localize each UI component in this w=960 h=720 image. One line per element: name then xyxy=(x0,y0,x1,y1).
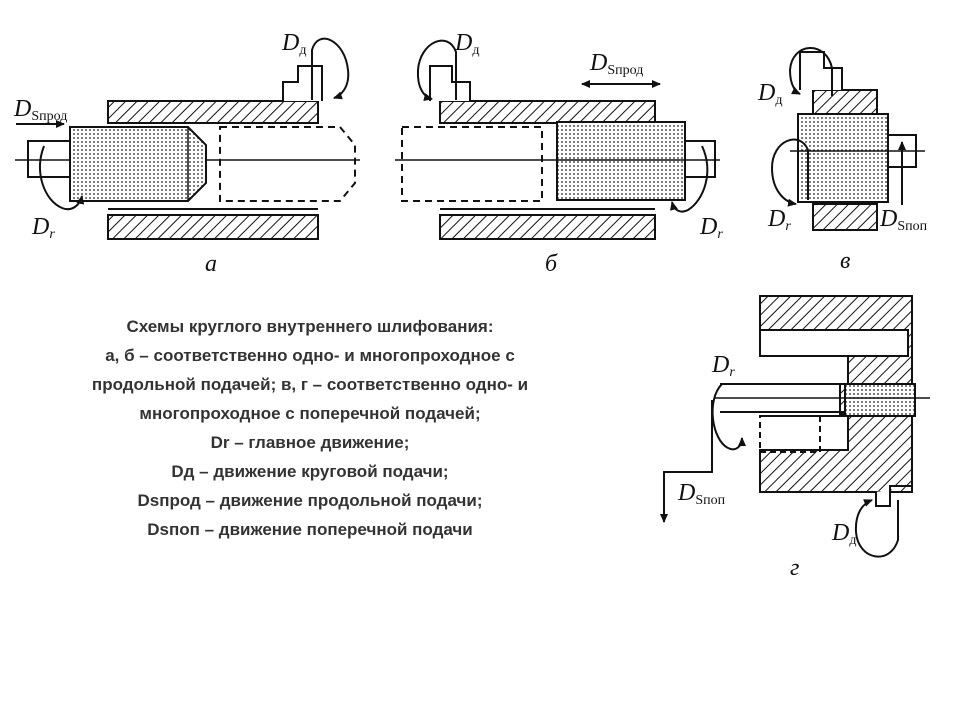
wheel-feed-position xyxy=(759,415,821,453)
caption-line: Dsпоп – движение поперечной подачи xyxy=(147,520,473,539)
svg-text:Dд: Dд xyxy=(454,30,479,58)
svg-text:Dr: Dr xyxy=(767,206,791,234)
caption-line: Dд – движение круговой подачи; xyxy=(171,462,449,481)
label-dr: D xyxy=(699,214,717,240)
chuck-step xyxy=(429,65,471,101)
grinding-wheel xyxy=(69,126,207,202)
wheel-end-position xyxy=(219,126,356,202)
label-dd: D xyxy=(454,30,472,56)
caption-line: многопроходное с поперечной подачей; xyxy=(139,404,481,423)
wheel-start-position xyxy=(401,126,543,202)
panel-b-label: б xyxy=(545,251,558,277)
spindle-shaft xyxy=(684,140,716,178)
dd-rotation-arrow xyxy=(788,47,833,96)
grinding-wheel xyxy=(556,121,686,201)
svg-text:Dr: Dr xyxy=(699,214,723,242)
label-dspop: D xyxy=(677,480,695,506)
panel-v: Dд Dr DSпоп в xyxy=(757,47,928,274)
caption-line: Схемы круглого внутреннего шлифования: xyxy=(126,317,494,336)
grinding-wheel xyxy=(844,383,916,417)
chuck-step xyxy=(282,65,323,101)
chuck-step xyxy=(875,485,912,507)
workpiece-top-wall xyxy=(812,89,878,115)
svg-text:Dд: Dд xyxy=(831,520,856,548)
grinding-wheel xyxy=(797,113,889,203)
svg-text:Dд: Dд xyxy=(281,30,306,58)
svg-text:DSпоп: DSпоп xyxy=(879,206,928,234)
panel-a-label: а xyxy=(205,251,217,277)
caption-line: Dr – главное движение; xyxy=(210,433,410,452)
chuck-step xyxy=(799,51,843,90)
panel-b: Dд DSпрод Dr б xyxy=(395,30,723,277)
caption-line: а, б – соответственно одно- и многопрохо… xyxy=(105,346,515,365)
dd-rotation-arrow xyxy=(311,37,350,100)
label-dspop: D xyxy=(879,206,897,232)
label-dd: D xyxy=(831,520,849,546)
dspop-arrow xyxy=(660,400,713,523)
label-dr: D xyxy=(31,214,49,240)
figure-caption: Схемы круглого внутреннего шлифования: а… xyxy=(80,312,540,544)
label-dr: D xyxy=(711,352,729,378)
dr-rotation-arrow xyxy=(39,145,85,211)
panel-g-label: г xyxy=(790,555,799,581)
panel-v-label: в xyxy=(840,248,850,274)
dr-rotation-arrow xyxy=(670,145,709,213)
dd-rotation-arrow xyxy=(416,39,457,101)
label-dr: D xyxy=(767,206,785,232)
dd-rotation-arrow xyxy=(854,499,899,558)
label-dsprod: D xyxy=(589,50,607,76)
svg-text:DSпрод: DSпрод xyxy=(589,50,643,78)
panel-g: Dr DSпоп Dд г xyxy=(660,295,930,581)
svg-text:Dr: Dr xyxy=(711,352,735,380)
svg-text:Dr: Dr xyxy=(31,214,55,242)
panel-a: Dд DSпрод Dr а xyxy=(13,30,360,277)
dr-rotation-arrow xyxy=(711,383,746,451)
label-dd: D xyxy=(757,80,775,106)
caption-line: Dsпрод – движение продольной подачи; xyxy=(137,491,483,510)
workpiece-bottom-wall xyxy=(107,214,319,240)
label-dd: D xyxy=(281,30,299,56)
workpiece-bottom-wall xyxy=(439,214,656,240)
svg-text:DSпоп: DSпоп xyxy=(677,480,726,508)
workpiece-top-wall xyxy=(107,100,319,124)
workpiece-bottom-wall xyxy=(812,203,878,231)
dr-rotation-arrow xyxy=(770,138,809,207)
svg-text:DSпрод: DSпрод xyxy=(13,96,67,124)
workpiece-top-wall xyxy=(439,100,656,124)
caption-line: продольной подачей; в, г – соответственн… xyxy=(91,375,529,394)
workpiece-inner-band xyxy=(759,329,909,357)
svg-text:Dд: Dд xyxy=(757,80,782,108)
label-dsprod: D xyxy=(13,96,31,122)
spindle-shaft xyxy=(27,140,74,178)
